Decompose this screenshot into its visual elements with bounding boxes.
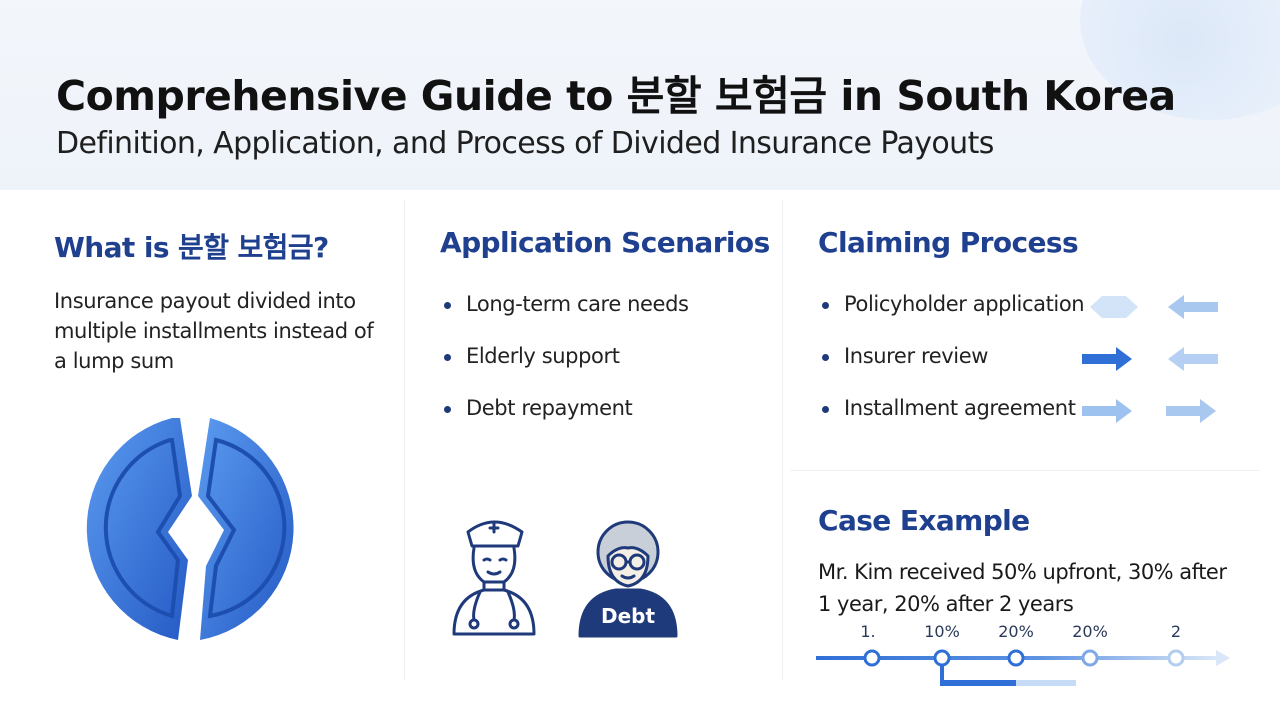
bullet-icon [444, 354, 451, 361]
step-label: Installment agreement [844, 396, 1076, 420]
nurse-icon [452, 520, 536, 636]
case-heading: Case Example [818, 504, 1030, 537]
step-item: Installment agreement [818, 396, 1084, 448]
case-text: Mr. Kim received 50% upfront, 30% after … [818, 560, 1227, 616]
timeline-label: 20% [998, 622, 1034, 641]
bullet-icon [444, 302, 451, 309]
timeline-label: 20% [1072, 622, 1108, 641]
timeline-label: 1. [860, 622, 876, 641]
definition-heading: What is 분할 보험금? [54, 231, 329, 264]
column-divider [404, 200, 405, 680]
header-banner: Comprehensive Guide to 분할 보험금 in South K… [0, 0, 1280, 190]
page-title: Comprehensive Guide to 분할 보험금 in South K… [56, 72, 1176, 120]
step-label: Insurer review [844, 344, 989, 368]
section-divider [790, 470, 1260, 471]
step-item: Policyholder application [818, 292, 1085, 344]
bullet-icon [822, 302, 829, 309]
timeline-label: 2 [1170, 622, 1182, 641]
elderly-person-icon [578, 520, 678, 638]
elderly-badge-text: Debt [600, 604, 656, 628]
arrow-left-icon [1168, 295, 1218, 319]
list-item-label: Long-term care needs [466, 292, 689, 316]
list-item-label: Debt repayment [466, 396, 633, 420]
step-label: Policyholder application [844, 292, 1085, 316]
scenarios-list: Long-term care needs Elderly support Deb… [440, 292, 689, 448]
page-subtitle: Definition, Application, and Process of … [56, 126, 994, 161]
step-item: Insurer review [818, 344, 1084, 396]
claiming-heading: Claiming Process [818, 226, 1079, 259]
definition-text: Insurance payout divided into multiple i… [54, 289, 374, 373]
bullet-icon [822, 406, 829, 413]
scenarios-heading: Application Scenarios [440, 226, 770, 259]
arrow-right-icon [1082, 399, 1132, 423]
list-item: Long-term care needs [440, 292, 689, 344]
timeline [816, 649, 1230, 686]
list-item: Debt repayment [440, 396, 689, 448]
bullet-icon [822, 354, 829, 361]
arrow-right-icon [1166, 399, 1216, 423]
claiming-steps: Policyholder application Insurer review … [818, 292, 1085, 448]
list-item-label: Elderly support [466, 344, 620, 368]
timeline-label: 10% [924, 622, 960, 641]
bullet-icon [444, 406, 451, 413]
arrow-right-icon [1082, 347, 1132, 371]
column-divider [782, 200, 783, 680]
arrow-left-icon [1168, 347, 1218, 371]
list-item: Elderly support [440, 344, 689, 396]
split-coin-icon [86, 418, 294, 640]
arrow-diamond-icon [1090, 296, 1138, 318]
